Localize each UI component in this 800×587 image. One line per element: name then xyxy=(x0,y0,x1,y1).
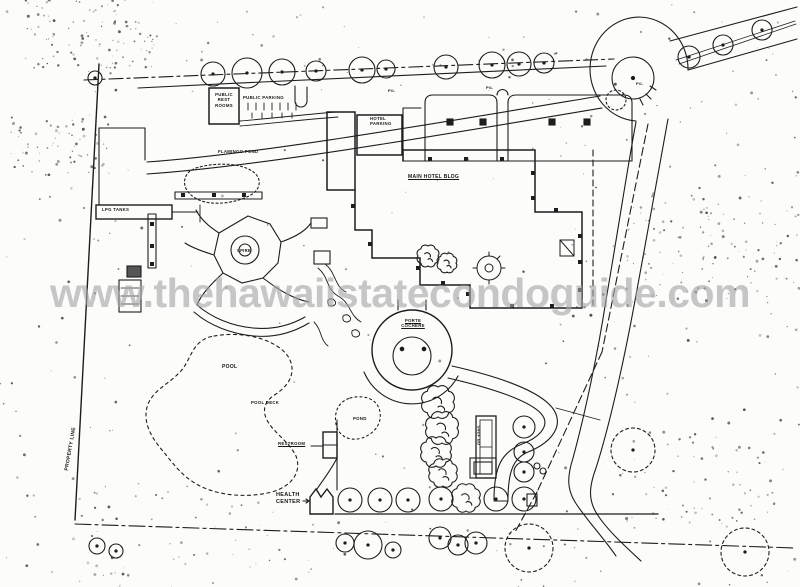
spire-label: SPIRE xyxy=(237,248,252,253)
pond xyxy=(334,396,381,440)
spire-complex xyxy=(118,191,331,337)
street-mark-2: P/L xyxy=(486,85,494,90)
property-boundary xyxy=(74,63,796,549)
pond-label: POND xyxy=(353,416,367,421)
health-center-label: HEALTH CENTER xyxy=(276,492,301,505)
main-hotel-bldg-label: MAIN HOTEL BLDG xyxy=(408,174,460,180)
hotel-parking-area xyxy=(402,89,633,162)
tree-icon xyxy=(533,52,555,74)
tree-icon xyxy=(376,59,396,79)
south-area xyxy=(302,415,659,515)
tree-icon xyxy=(720,527,770,577)
bushy-tree-icon xyxy=(428,458,458,488)
tree-icon xyxy=(384,541,402,559)
tree-icon xyxy=(504,523,554,573)
tree-icon xyxy=(610,427,656,473)
lpg-tanks-label: LPG TANKS xyxy=(102,207,130,212)
public-rest-rooms-label: PUBLIC REST ROOMS xyxy=(215,92,233,108)
main-hotel-building xyxy=(326,111,583,309)
street-mark-1: P/L xyxy=(388,88,396,93)
tree-icon xyxy=(87,70,103,86)
tree-icon xyxy=(677,45,701,69)
public-parking-area xyxy=(95,87,603,223)
flamingo-pond xyxy=(183,163,260,204)
pool-deck-label: POOL DECK xyxy=(251,400,280,405)
road-right xyxy=(568,6,798,562)
tree-icon xyxy=(367,487,393,513)
bushy-tree-icon xyxy=(416,244,440,268)
tree-icon xyxy=(200,61,226,87)
courtyard-fountain xyxy=(472,251,506,285)
tree-icon xyxy=(88,537,106,555)
tree-icon xyxy=(108,543,124,559)
bushy-tree-icon xyxy=(425,411,459,445)
pool xyxy=(145,333,299,496)
tree-icon xyxy=(348,56,376,84)
tree-icon xyxy=(512,415,536,439)
flamingo-pond-label: FLAMINGO POND xyxy=(218,149,259,154)
tree-icon xyxy=(511,486,537,512)
tree-icon xyxy=(337,487,363,513)
stream-rocks xyxy=(313,263,362,347)
tree-icon xyxy=(478,51,506,79)
tree-icon xyxy=(268,58,296,86)
tree-icon xyxy=(305,60,327,82)
tree-icon xyxy=(483,486,509,512)
public-parking-label: PUBLIC PARKING xyxy=(243,95,284,100)
tree-icon xyxy=(353,530,383,560)
tree-icon xyxy=(751,19,773,41)
bushy-tree-icon xyxy=(451,483,481,513)
bushy-tree-icon xyxy=(420,436,452,468)
pool-label: POOL xyxy=(222,364,238,370)
tree-icon xyxy=(513,461,535,483)
tree-icon xyxy=(506,51,532,77)
hotel-parking-label: HOTEL PARKING xyxy=(370,116,392,127)
tree-icon xyxy=(464,531,488,555)
entry-drive xyxy=(447,365,601,502)
bushy-tree-icon xyxy=(421,385,455,419)
tree-icon xyxy=(447,534,469,556)
porte-cochere xyxy=(363,299,459,405)
tree-icon xyxy=(433,54,459,80)
shuffleboard-label: SHUF BD xyxy=(476,425,482,446)
restroom-label: RESTROOM xyxy=(278,441,306,446)
tree-icon xyxy=(395,487,421,513)
porte-cochere-label: PORTE COCHERE xyxy=(401,318,425,329)
trees-layer xyxy=(87,19,773,577)
street-top xyxy=(83,58,615,108)
watermark-text: www.thehawaiistatecondoguide.com xyxy=(49,270,751,316)
tree-icon xyxy=(712,34,734,56)
bushy-tree-icon xyxy=(436,252,458,274)
street-mark-3: P/L xyxy=(636,81,644,86)
tree-icon xyxy=(231,57,263,89)
